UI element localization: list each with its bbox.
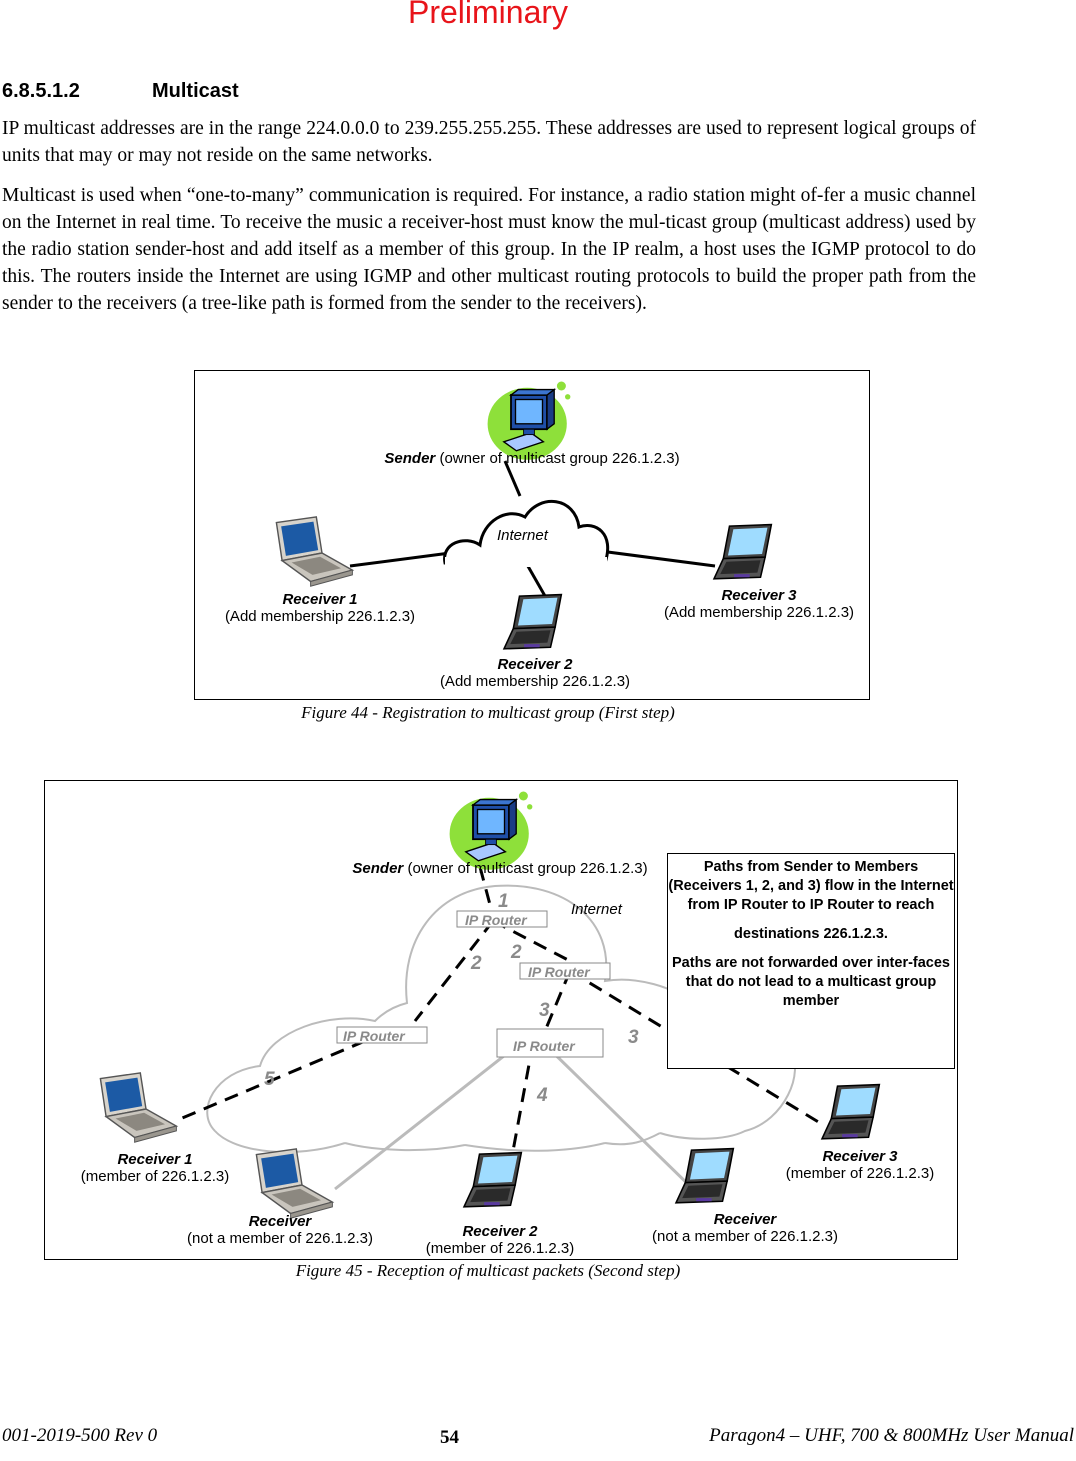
paragraph-1: IP multicast addresses are in the range … — [2, 118, 976, 166]
fig45-r3-desc: (member of 226.1.2.3) — [785, 1165, 935, 1182]
footer-doc-id: 001-2019-500 Rev 0 — [2, 1425, 158, 1446]
ip-router-4: IP Router — [496, 1028, 604, 1058]
section-number: 6.8.5.1.2 — [2, 80, 80, 102]
fig44-internet-label: Internet — [497, 527, 549, 544]
fig44-sender-bold: Sender — [384, 450, 436, 467]
receiver2-laptop-icon — [495, 593, 575, 655]
fig44-receiver3-label: Receiver 3(Add membership 226.1.2.3) — [649, 587, 869, 621]
fig45-rxb-name: Receiver — [713, 1211, 777, 1228]
fig45-receiver-nonmember-b-label: Receiver(not a member of 226.1.2.3) — [625, 1211, 865, 1245]
fig45-receiver1-laptop-icon — [89, 1071, 184, 1147]
fig45-internet-label: Internet — [571, 901, 623, 918]
step-2b-label: 2 — [510, 942, 522, 963]
section-title: Multicast — [152, 80, 239, 102]
step-3a-label: 3 — [539, 1000, 550, 1021]
fig44-sender-rest: (owner of multicast group 226.1.2.3) — [435, 450, 680, 467]
fig45-r3-name: Receiver 3 — [822, 1148, 898, 1165]
fig45-sender-bold: Sender — [352, 860, 404, 877]
fig45-rxa-name: Receiver — [248, 1213, 312, 1230]
figure-44-caption: Figure 44 - Registration to multicast gr… — [301, 703, 675, 722]
info-text-1: Paths from Sender to Members (Receivers … — [668, 859, 954, 913]
ip-router-3: IP Router — [336, 1026, 428, 1044]
fig45-receiver3-label: Receiver 3(member of 226.1.2.3) — [765, 1148, 955, 1182]
figure-44-links — [349, 460, 716, 597]
fig45-receiver2-label: Receiver 2(member of 226.1.2.3) — [395, 1223, 605, 1257]
fig45-receiver3-laptop-icon — [813, 1083, 893, 1145]
paragraph-2: Multicast is used when “one-to-many” com… — [2, 185, 976, 314]
fig45-rxb-desc: (not a member of 226.1.2.3) — [652, 1228, 838, 1245]
fig45-r2-name: Receiver 2 — [462, 1223, 538, 1240]
footer-manual-title: Paragon4 – UHF, 700 & 800MHz User Manual — [709, 1425, 1074, 1446]
receiver1-laptop-icon — [265, 515, 360, 591]
preliminary-watermark: Preliminary — [407, 0, 569, 30]
fig44-r3-desc: (Add membership 226.1.2.3) — [663, 604, 855, 621]
fig44-r1-desc: (Add membership 226.1.2.3) — [224, 608, 416, 625]
ip-router-2: IP Router — [519, 962, 611, 980]
fig44-internet-text: Internet — [497, 527, 549, 544]
fig45-rxa-desc: (not a member of 226.1.2.3) — [187, 1230, 373, 1247]
info-text-2: destinations 226.1.2.3. — [734, 926, 888, 942]
step-4-label: 4 — [536, 1085, 548, 1106]
fig45-receiver1-label: Receiver 1(member of 226.1.2.3) — [55, 1151, 255, 1185]
step-5-label: 5 — [264, 1069, 275, 1090]
fig44-r3-name: Receiver 3 — [721, 587, 797, 604]
figure-45: IP Router IP Router IP Router IP Router … — [44, 780, 958, 1260]
router-2-label: IP Router — [528, 964, 591, 980]
internet-cloud — [443, 500, 610, 565]
fig45-receiver-nonmember-a-label: Receiver(not a member of 226.1.2.3) — [165, 1213, 395, 1247]
fig44-sender-label: Sender (owner of multicast group 226.1.2… — [195, 450, 869, 467]
step-2a-label: 2 — [470, 953, 482, 974]
receiver3-laptop-icon — [705, 523, 785, 585]
figure-45-caption: Figure 45 - Reception of multicast packe… — [295, 1261, 681, 1280]
fig44-r2-name: Receiver 2 — [497, 656, 573, 673]
fig45-r1-name: Receiver 1 — [117, 1151, 193, 1168]
fig44-r1-name: Receiver 1 — [282, 591, 358, 608]
step-1-label: 1 — [498, 891, 509, 912]
fig45-sender-label: Sender (owner of multicast group 226.1.2… — [335, 860, 665, 877]
fig45-receiver-nonmember-a-laptop-icon — [245, 1147, 340, 1223]
footer-page-number: 54 — [440, 1427, 459, 1448]
fig45-receiver-nonmember-b-laptop-icon — [667, 1147, 747, 1209]
router-1-label: IP Router — [465, 912, 528, 928]
fig45-receiver2-laptop-icon — [455, 1151, 535, 1213]
multicast-info-box: Paths from Sender to Members (Receivers … — [667, 853, 955, 1069]
info-text-3: Paths are not forwarded over inter-faces… — [672, 955, 950, 1009]
ip-router-1: IP Router — [456, 910, 548, 928]
router-4-label: IP Router — [513, 1038, 576, 1054]
fig44-receiver2-label: Receiver 2(Add membership 226.1.2.3) — [425, 656, 645, 690]
figure-44: Sender (owner of multicast group 226.1.2… — [194, 370, 870, 700]
fig45-r2-desc: (member of 226.1.2.3) — [425, 1240, 575, 1257]
fig44-r2-desc: (Add membership 226.1.2.3) — [439, 673, 631, 690]
fig45-sender-rest: (owner of multicast group 226.1.2.3) — [403, 860, 648, 877]
router-3-label: IP Router — [343, 1028, 406, 1044]
fig45-r1-desc: (member of 226.1.2.3) — [80, 1168, 230, 1185]
step-3b-label: 3 — [628, 1027, 639, 1048]
fig44-receiver1-label: Receiver 1(Add membership 226.1.2.3) — [195, 591, 445, 625]
